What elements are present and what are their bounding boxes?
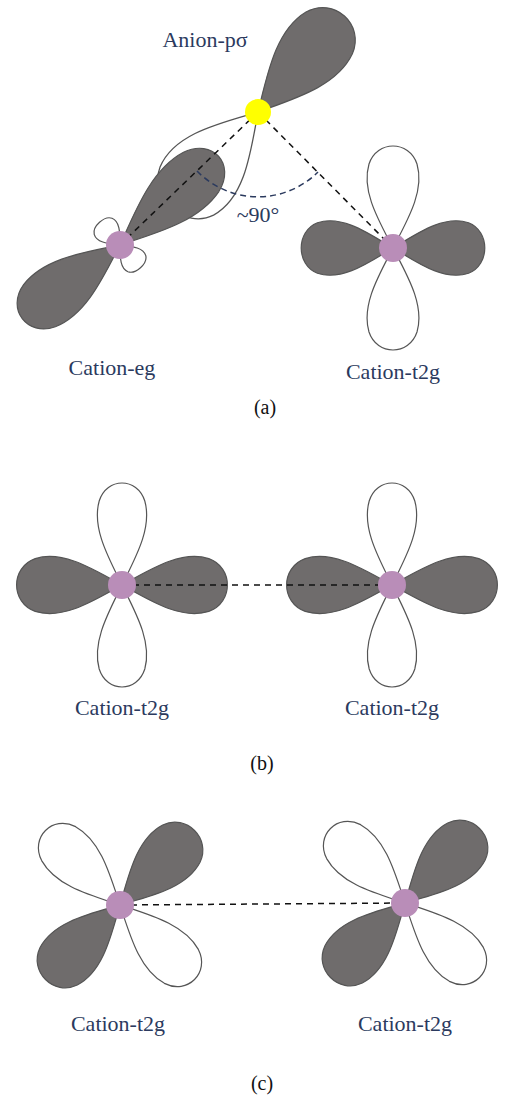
orbital-label: Cation-t2g [345, 696, 439, 720]
t2g-lobe [392, 556, 497, 613]
orbital-label: Cation-t2g [71, 1012, 165, 1036]
panel-c [25, 808, 499, 999]
panel-label: (c) [251, 1072, 273, 1094]
bond-line [258, 112, 393, 248]
t2g-lobe [25, 885, 140, 1000]
eg-lobe [101, 135, 238, 266]
t2g-lobe [367, 248, 419, 350]
panel-label: (b) [250, 752, 273, 774]
cation-atom [391, 889, 419, 917]
panel-a [5, 0, 485, 350]
t2g-lobe [367, 483, 416, 585]
eg-lobe [5, 222, 137, 341]
t2g-lobe [97, 585, 146, 687]
cation-atom [106, 891, 134, 919]
cation-atom [106, 231, 134, 259]
t2g-lobe [367, 146, 419, 248]
t2g-lobe [385, 808, 500, 923]
t2g-lobe [17, 556, 122, 613]
cation-atom [379, 234, 407, 262]
t2g-lobe [97, 483, 146, 585]
t2g-lobe [310, 883, 425, 998]
panel-b [17, 483, 498, 687]
anion-atom [245, 99, 271, 125]
t2g-lobe [100, 810, 215, 925]
t2g-lobe [27, 812, 138, 923]
t2g-lobe [367, 585, 416, 687]
t2g-lobe [102, 887, 213, 998]
t2g-lobe [312, 810, 423, 921]
cation-atom [378, 571, 406, 599]
cation-atom [108, 571, 136, 599]
orbital-label: Anion-pσ [162, 28, 247, 52]
bond-line [120, 903, 405, 905]
panel-label: (a) [254, 396, 276, 418]
orbital-label: Cation-t2g [358, 1012, 452, 1036]
orbital-label: Cation-eg [69, 356, 156, 380]
bond-line [122, 584, 392, 586]
angle-label: ~90° [237, 203, 280, 227]
orbital-label: Cation-t2g [346, 360, 440, 384]
anion-p-lobe [233, 0, 370, 135]
angle-arc [197, 171, 318, 197]
orbital-label: Cation-t2g [75, 696, 169, 720]
t2g-lobe [387, 885, 498, 996]
